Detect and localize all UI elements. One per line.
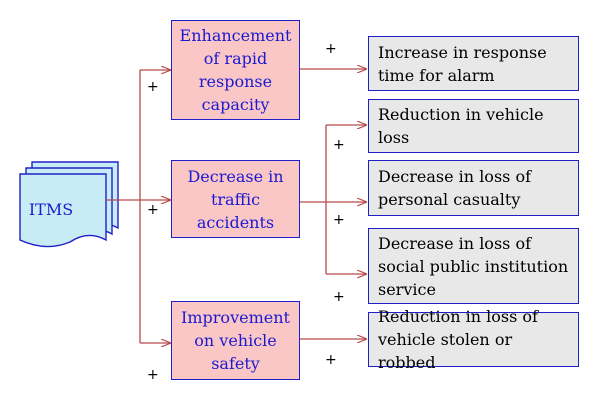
node-label: Enhancement of rapid response capacity <box>179 26 292 114</box>
itms-branch-connector <box>106 70 170 343</box>
outcome-label: Reduction in vehicle loss <box>378 105 544 147</box>
plus-sign: + <box>147 79 159 95</box>
outcome-label: Decrease in loss of social public instit… <box>378 233 569 299</box>
node-decrease-accidents: Decrease in traffic accidents <box>171 160 300 238</box>
plus-sign: + <box>333 137 345 153</box>
node-improvement-safety: Improvement on vehicle safety <box>171 301 300 380</box>
plus-sign: + <box>325 352 337 368</box>
node-label: Decrease in traffic accidents <box>187 166 284 232</box>
node-enhancement-response: Enhancement of rapid response capacity <box>171 20 300 120</box>
plus-sign: + <box>147 367 159 383</box>
plus-sign: + <box>333 289 345 305</box>
outcome-label: Reduction in loss of vehicle stolen or r… <box>378 307 538 372</box>
itms-document-icon <box>19 161 119 248</box>
outcome-label: Increase in response time for alarm <box>378 42 547 85</box>
outcome-response-time: Increase in response time for alarm <box>368 36 579 91</box>
outcome-vehicle-stolen: Reduction in loss of vehicle stolen or r… <box>368 307 579 372</box>
plus-sign: + <box>333 212 345 228</box>
outcome-public-service: Decrease in loss of social public instit… <box>368 228 579 304</box>
itms-label: ITMS <box>28 200 74 219</box>
plus-sign: + <box>147 202 159 218</box>
outcome-connectors <box>299 69 366 339</box>
node-label: Improvement on vehicle safety <box>181 308 290 373</box>
plus-sign: + <box>325 41 337 57</box>
outcome-label: Decrease in loss of personal casualty <box>378 167 531 209</box>
outcome-personal-casualty: Decrease in loss of personal casualty <box>368 160 579 216</box>
outcome-vehicle-loss: Reduction in vehicle loss <box>368 99 579 153</box>
